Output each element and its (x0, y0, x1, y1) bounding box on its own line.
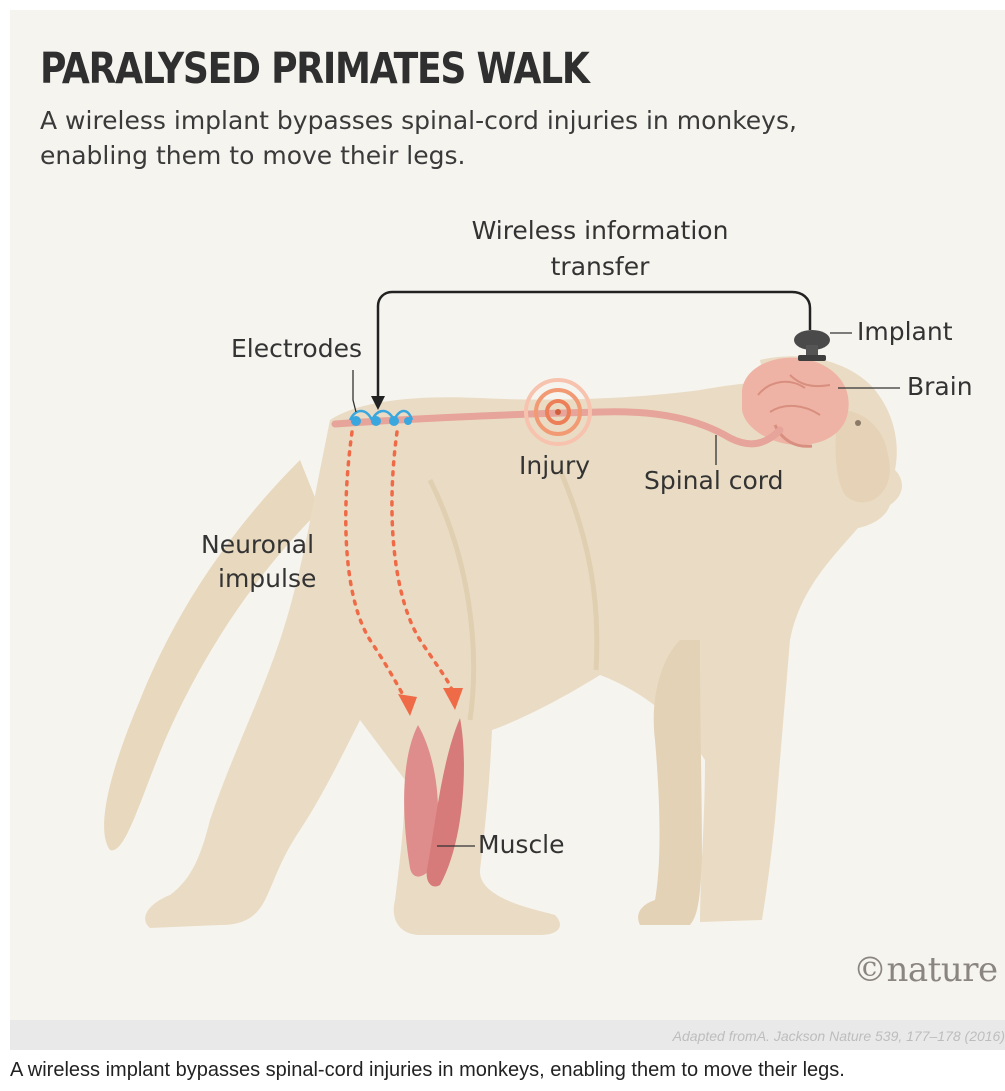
label-muscle: Muscle (478, 830, 565, 860)
label-brain: Brain (907, 372, 973, 402)
source-credit: Adapted fromA. Jackson Nature 539, 177–1… (673, 1028, 1005, 1044)
figure-caption: A wireless implant bypasses spinal-cord … (10, 1059, 845, 1082)
injury-rings (526, 380, 590, 444)
label-neuronal-line2: impulse (218, 564, 316, 594)
label-injury: Injury (519, 451, 590, 481)
label-implant: Implant (857, 317, 953, 347)
label-wireless-line1: Wireless information (472, 216, 729, 246)
label-electrodes: Electrodes (231, 334, 362, 364)
label-neuronal-line1: Neuronal (201, 530, 314, 560)
label-wireless-line2: transfer (551, 252, 650, 282)
nature-logo: ©nature (853, 950, 998, 990)
implant-device (794, 330, 830, 361)
label-spinal-cord: Spinal cord (644, 466, 784, 496)
monkey-illustration (0, 0, 1005, 1020)
